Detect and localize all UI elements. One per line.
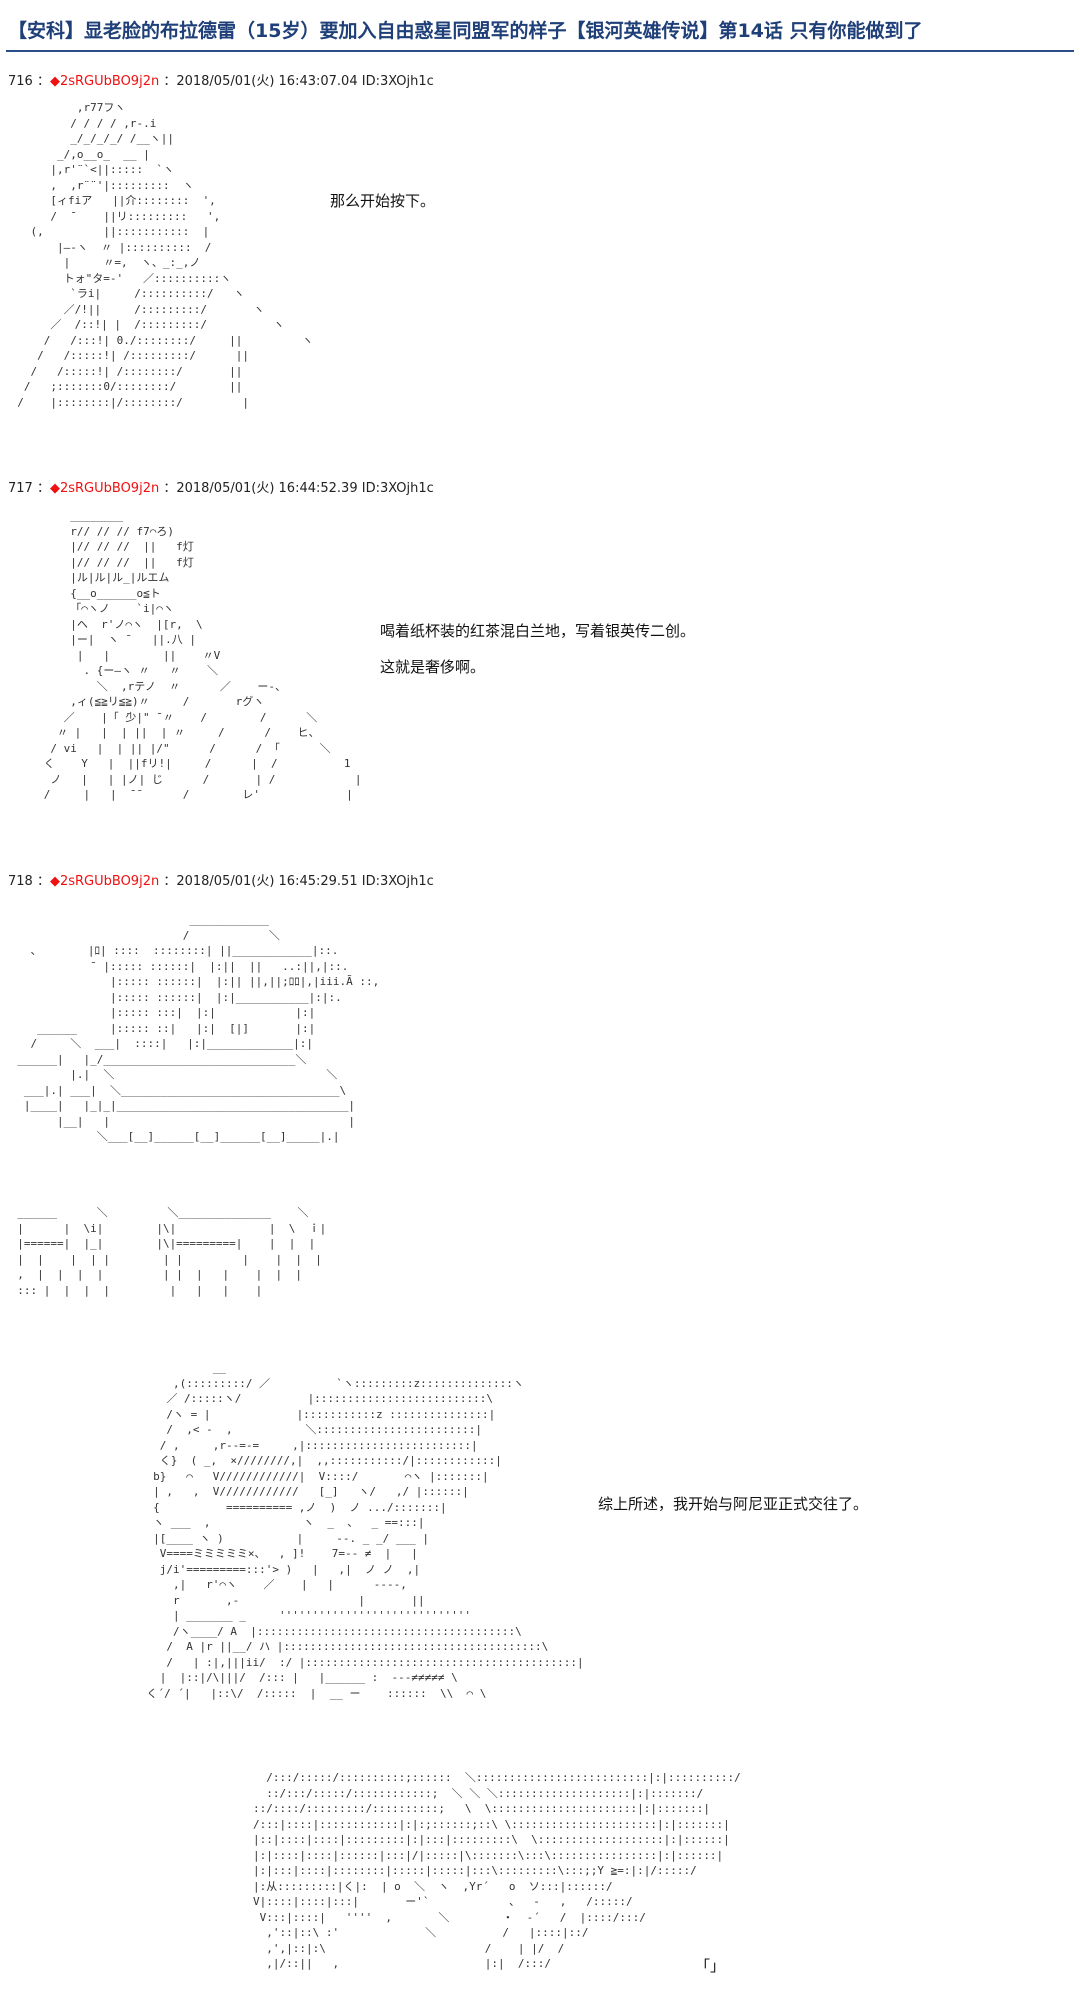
ascii-art-718-classroom: ____________ / ＼ 、 |ﾛ| :::: ::::::::| ||… (17, 913, 380, 1143)
post-tripcode[interactable]: 2sRGUbBO9j2n (59, 74, 160, 89)
post-716-line-1: 那么开始按下。 (330, 192, 436, 210)
ascii-art-716: ,r77フヽ / / / / ,r-.i _/_/_/_/ /__ヽ|| _/,… (17, 101, 314, 409)
post-717-line-1: 喝着纸杯装的红茶混白兰地，写着银英传二创。 (380, 622, 696, 640)
post-separator: ： (32, 481, 50, 496)
ascii-art-718-couple: __ ,(:::::::::/ ／ `ヽ:::::::::z::::::::::… (146, 1361, 584, 1700)
post-meta: ：2018/05/01(火) 16:45:29.51 ID:3XOjh1c (159, 874, 434, 889)
trip-diamond-icon: ◆ (49, 481, 60, 496)
post-meta: ：2018/05/01(火) 16:43:07.04 ID:3XOjh1c (159, 74, 434, 89)
post-header-718: 718 ：◆2sRGUbBO9j2n ：2018/05/01(火) 16:45:… (8, 870, 434, 889)
post-tripcode[interactable]: 2sRGUbBO9j2n (59, 874, 160, 889)
post-number[interactable]: 716 (8, 74, 33, 89)
post-tripcode[interactable]: 2sRGUbBO9j2n (59, 481, 160, 496)
ascii-art-717: ________ r// // // f7⌒ろ) |// // // || f灯… (43, 509, 362, 801)
ascii-art-718-closeup: /:::/:::::/::::::::::;:::::: ＼::::::::::… (252, 1771, 741, 1970)
post-718-line-1: 综上所述，我开始与阿尼亚正式交往了。 (598, 1495, 869, 1513)
ascii-art-718-desks: ______ ＼ ＼______________ ＼ | | \i| |\| |… (17, 1206, 327, 1297)
post-separator: ： (32, 74, 50, 89)
page-title: 【安科】显老脸的布拉德雷（15岁）要加入自由惑星同盟军的样子【银河英雄传说】第1… (8, 20, 923, 42)
post-number[interactable]: 718 (8, 874, 33, 889)
post-number[interactable]: 717 (8, 481, 33, 496)
trip-diamond-icon: ◆ (49, 874, 60, 889)
post-header-717: 717 ：◆2sRGUbBO9j2n ：2018/05/01(火) 16:44:… (8, 477, 434, 496)
post-separator: ： (32, 874, 50, 889)
post-717-line-2: 这就是奢侈啊。 (380, 658, 486, 676)
trip-diamond-icon: ◆ (49, 74, 60, 89)
title-divider (6, 50, 1074, 52)
post-718-line-2: 「」 (695, 1957, 726, 1975)
post-meta: ：2018/05/01(火) 16:44:52.39 ID:3XOjh1c (159, 481, 434, 496)
post-header-716: 716 ：◆2sRGUbBO9j2n ：2018/05/01(火) 16:43:… (8, 70, 434, 89)
